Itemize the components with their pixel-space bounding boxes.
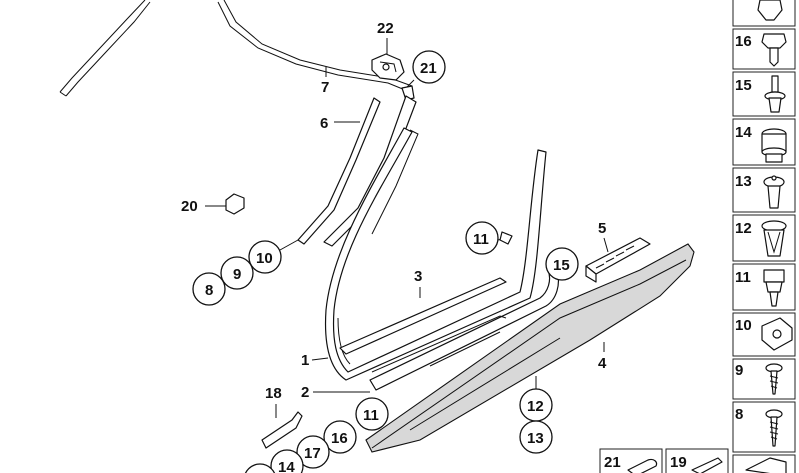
- clip-icon: [763, 175, 785, 209]
- callout-15: 15: [553, 257, 570, 274]
- callout-1: 1: [301, 352, 309, 369]
- side-label-11: 11: [735, 269, 751, 286]
- sheet-nut-icon: [761, 317, 793, 351]
- side-label-8: 8: [735, 406, 743, 423]
- push-rivet-icon: [761, 33, 787, 67]
- callout-9-circle: 9: [220, 256, 254, 290]
- part-18-strip: [261, 411, 303, 449]
- callout-2: 2: [301, 384, 309, 401]
- callout-14-circle: 14: [270, 449, 304, 473]
- screw-icon-9: [765, 363, 783, 395]
- callout-11a-circle: 11: [465, 221, 507, 255]
- leader-1: [311, 357, 329, 361]
- trim-piece-icon: [745, 457, 787, 473]
- callout-12: 12: [527, 398, 544, 415]
- part-6-pillar-trim: [297, 95, 419, 247]
- part-20-plug: [225, 193, 245, 215]
- part-21-cap: [401, 85, 415, 101]
- part-3-sill-strip: [339, 267, 559, 391]
- callout-17: 17: [304, 445, 321, 462]
- callout-3: 3: [414, 268, 422, 285]
- bottom-label-19: 19: [670, 454, 687, 471]
- leader-5: [603, 237, 609, 253]
- part-11-clip-upper: [499, 231, 513, 245]
- side-box-8: [732, 401, 796, 453]
- callout-14: 14: [278, 459, 295, 473]
- cover-cap-icon: [627, 458, 658, 473]
- callout-22: 22: [377, 20, 394, 37]
- callout-11-upper: 11: [473, 231, 489, 248]
- side-box-13: [732, 167, 796, 213]
- side-label-16: 16: [735, 33, 752, 50]
- side-label-13: 13: [735, 173, 752, 190]
- callout-11b-circle: 11: [355, 397, 389, 431]
- callout-18: 18: [265, 385, 282, 402]
- callout-7: 7: [321, 79, 329, 96]
- callout-20: 20: [181, 198, 198, 215]
- screw-icon-8: [765, 409, 783, 447]
- callout-4: 4: [598, 355, 607, 372]
- callout-11-lower: 11: [363, 407, 379, 424]
- callout-16-circle: 16: [323, 420, 357, 454]
- callout-13-circle: 13: [519, 420, 553, 454]
- callout-21: 21: [420, 60, 437, 77]
- side-label-15: 15: [735, 77, 752, 94]
- retainer-clip-icon: [763, 269, 785, 307]
- side-box-15: [732, 71, 796, 117]
- callout-9: 9: [233, 266, 241, 283]
- callout-8-circle: 8: [192, 272, 226, 306]
- callout-15-circle: 15: [545, 247, 579, 281]
- callout-10: 10: [256, 250, 273, 267]
- side-parts-column: 16 15 14 13 12: [732, 0, 796, 473]
- grommet-icon-14: [761, 128, 787, 163]
- bottom-box-21: 21: [599, 448, 663, 473]
- callout-17-circle: 17: [296, 435, 330, 469]
- bottom-box-19: 19: [665, 448, 729, 473]
- part-7-windshield-seal: [59, 0, 413, 97]
- callout-8: 8: [205, 282, 213, 299]
- part-22-clip: [371, 53, 405, 81]
- callout-13: 13: [527, 430, 544, 447]
- side-label-12: 12: [735, 220, 752, 237]
- side-box-9: [732, 358, 796, 400]
- side-label-9: 9: [735, 362, 743, 379]
- spreader-clip-icon: [761, 220, 787, 257]
- part-4-rocker-panel: [365, 243, 695, 453]
- callout-12-circle: 12: [519, 376, 553, 422]
- callout-10-circle: 10: [248, 239, 299, 274]
- callout-6: 6: [320, 115, 328, 132]
- callout-21-circle: 21: [403, 50, 446, 91]
- part-5-bracket: [585, 237, 651, 283]
- side-label-14: 14: [735, 124, 752, 141]
- bottom-label-21: 21: [604, 454, 621, 471]
- side-label-10: 10: [735, 317, 752, 334]
- callout-5: 5: [598, 220, 606, 237]
- callout-partial-circle: [244, 463, 276, 473]
- expanding-rivet-icon: [764, 75, 786, 113]
- callout-16: 16: [331, 430, 348, 447]
- part-1-door-seal: [324, 127, 547, 381]
- grommet-icon: [757, 0, 783, 21]
